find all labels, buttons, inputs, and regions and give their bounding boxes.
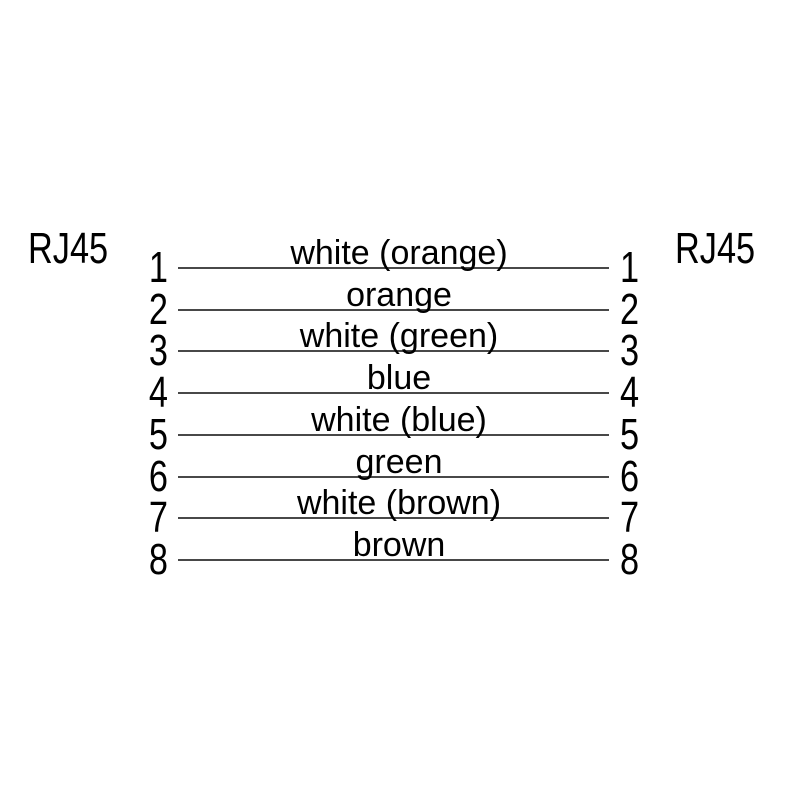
wire-color-label: white (orange): [290, 234, 508, 272]
wire-line: [178, 392, 609, 394]
pin-number-right: 7: [620, 493, 640, 542]
pin-number-right: 6: [620, 452, 640, 501]
wire-color-label: white (blue): [311, 401, 487, 439]
pin-number-left: 4: [148, 368, 168, 417]
pin-number-right: 4: [620, 368, 640, 417]
wire-color-label: brown: [352, 526, 446, 564]
wire-line: [178, 267, 609, 269]
pin-number-left: 7: [148, 493, 168, 542]
pin-number-right: 3: [620, 326, 640, 375]
wire-color-label: orange: [346, 276, 452, 314]
wire-line: [178, 309, 609, 311]
wire-line: [178, 517, 609, 519]
wire-line: [178, 476, 609, 478]
wire-line: [178, 434, 609, 436]
pin-number-left: 8: [148, 535, 168, 584]
pin-number-left: 6: [148, 452, 168, 501]
wire-line: [178, 559, 609, 561]
pin-number-left: 5: [148, 410, 168, 459]
pin-number-left: 3: [148, 326, 168, 375]
connector-label-right: RJ45: [675, 224, 756, 273]
wire-line: [178, 350, 609, 352]
pin-number-right: 8: [620, 535, 640, 584]
pin-number-right: 5: [620, 410, 640, 459]
wire-color-label: white (green): [299, 317, 499, 355]
wire-color-label: green: [355, 443, 443, 481]
connector-label-left: RJ45: [28, 224, 109, 273]
pin-number-left: 1: [148, 243, 168, 292]
pin-number-right: 1: [620, 243, 640, 292]
pin-number-right: 2: [620, 285, 640, 334]
wire-color-label: blue: [366, 359, 432, 397]
wire-color-label: white (brown): [296, 484, 502, 522]
pin-number-left: 2: [148, 285, 168, 334]
